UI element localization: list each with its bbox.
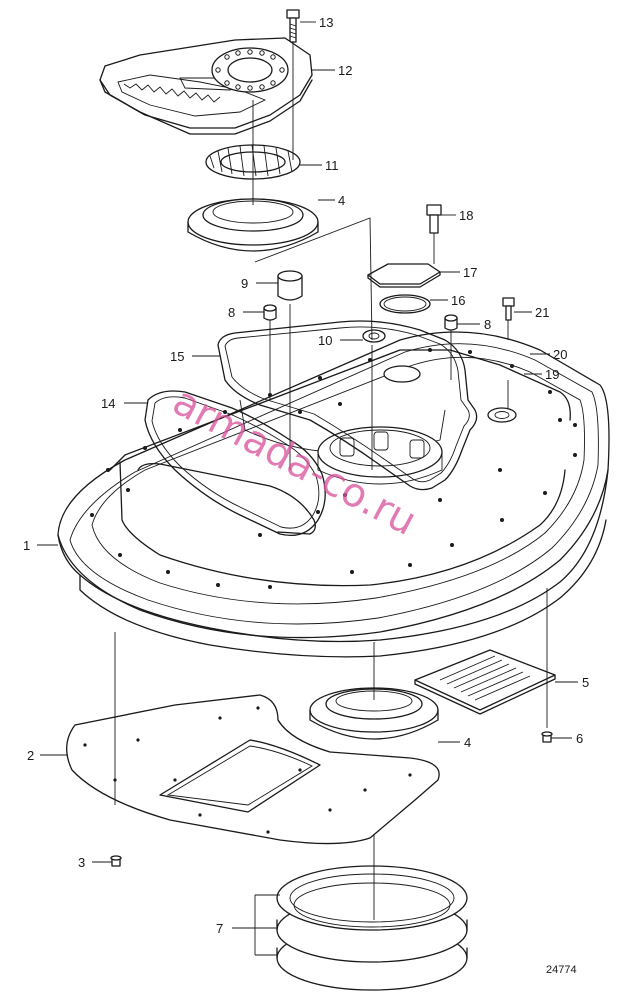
part-13-bolt[interactable] <box>286 9 300 43</box>
callout-4-upper: 4 <box>338 193 345 208</box>
callout-20: 20 <box>553 347 567 362</box>
callout-16: 16 <box>451 293 465 308</box>
callout-8-left: 8 <box>228 305 235 320</box>
callout-4-lower: 4 <box>464 735 471 750</box>
part-8-dowel-left[interactable] <box>263 304 277 321</box>
part-4-seal-lower[interactable] <box>309 687 439 740</box>
callout-5: 5 <box>582 675 589 690</box>
callout-19: 19 <box>545 367 559 382</box>
part-8-dowel-right[interactable] <box>444 314 458 331</box>
callout-leaders <box>37 21 578 956</box>
callout-10: 10 <box>318 333 332 348</box>
callout-11: 11 <box>325 158 339 173</box>
part-12-top-plate[interactable] <box>99 37 313 135</box>
part-6-bolt[interactable] <box>541 731 553 743</box>
part-10-small-seal[interactable] <box>362 329 386 343</box>
part-18-bolt[interactable] <box>426 204 442 234</box>
callout-14: 14 <box>101 396 115 411</box>
part-21-bolt[interactable] <box>502 297 515 321</box>
callout-2: 2 <box>27 748 34 763</box>
part-17-cover-plate[interactable] <box>367 263 441 288</box>
part-9-bushing[interactable] <box>277 270 303 301</box>
callout-3: 3 <box>78 855 85 870</box>
part-5-grille-plate[interactable] <box>414 649 556 715</box>
part-4-seal-upper[interactable] <box>187 198 319 252</box>
base-plate-holes <box>83 706 412 834</box>
part-16-o-ring[interactable] <box>379 294 431 314</box>
part-3-screw[interactable] <box>110 855 122 867</box>
callout-8-right: 8 <box>484 317 491 332</box>
callout-labels: 13 12 11 4 18 17 16 21 20 19 8 8 9 10 15… <box>23 15 589 936</box>
callout-21: 21 <box>535 305 549 320</box>
callout-6: 6 <box>576 731 583 746</box>
drawing-number: 24774 <box>546 964 577 976</box>
callout-18: 18 <box>459 208 473 223</box>
assembly-lines <box>114 42 548 920</box>
plate-bolt-holes <box>215 49 285 91</box>
housing-bolt-holes <box>90 348 577 589</box>
callout-13: 13 <box>319 15 333 30</box>
part-15-gasket[interactable] <box>217 320 478 491</box>
part-14-gasket[interactable] <box>137 390 326 537</box>
callout-7: 7 <box>216 921 223 936</box>
part-7-ring-stack[interactable] <box>276 865 468 991</box>
part-2-base-plate[interactable] <box>66 694 440 845</box>
callout-9: 9 <box>241 276 248 291</box>
callout-17: 17 <box>463 265 477 280</box>
callout-1: 1 <box>23 538 30 553</box>
callout-12: 12 <box>338 63 352 78</box>
part-1-main-housing[interactable] <box>57 331 610 658</box>
callout-15: 15 <box>170 349 184 364</box>
